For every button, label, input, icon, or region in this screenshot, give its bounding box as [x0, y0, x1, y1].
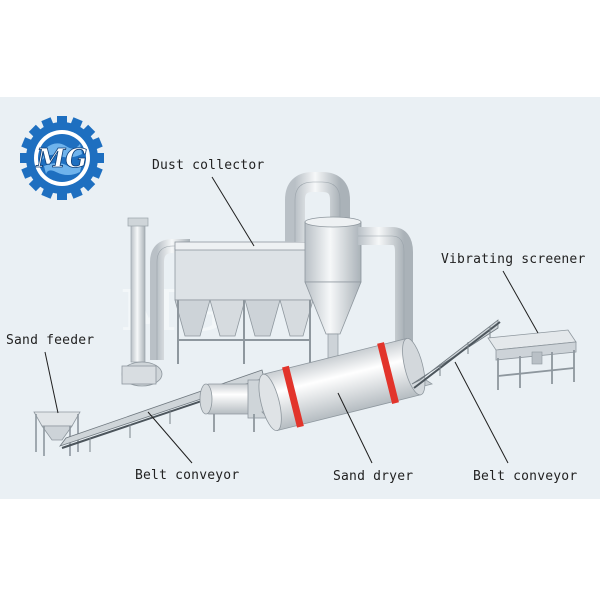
- leader-belt-conveyor-right: [454, 361, 509, 464]
- leader-belt-conveyor-left: [147, 411, 193, 464]
- mg-logo: MG: [20, 116, 104, 200]
- label-sand-feeder: Sand feeder: [6, 333, 95, 348]
- leader-vibrating-screener: [502, 270, 539, 334]
- belt-conveyor-right: [411, 319, 501, 389]
- leader-sand-dryer: [337, 392, 373, 464]
- leader-dust-collector: [211, 176, 255, 247]
- label-belt-conveyor-right: Belt conveyor: [473, 469, 578, 484]
- sand-dryer: [199, 337, 433, 432]
- logo-text: MG: [36, 144, 88, 174]
- label-sand-dryer: Sand dryer: [333, 469, 414, 484]
- leader-lines: [44, 176, 539, 464]
- vibrating-screener: [487, 329, 577, 390]
- sand-feeder: [33, 411, 81, 456]
- label-vibrating-screener: Vibrating screener: [441, 252, 586, 267]
- leader-sand-feeder: [44, 351, 59, 414]
- label-dust-collector: Dust collector: [152, 158, 265, 173]
- dust-collector: [121, 172, 413, 387]
- label-belt-conveyor-left: Belt conveyor: [135, 468, 240, 483]
